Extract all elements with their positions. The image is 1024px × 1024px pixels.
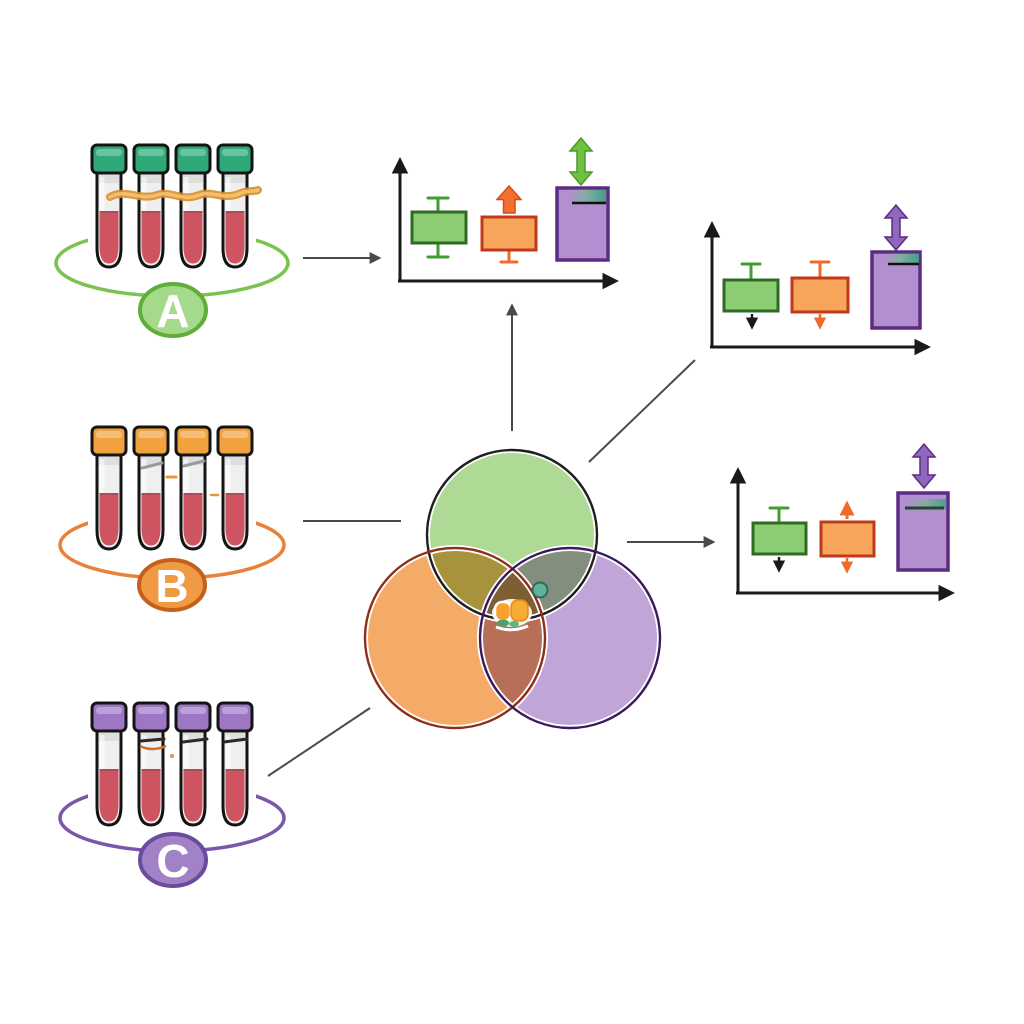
connectors [267,252,716,777]
test-tube [132,701,170,827]
box-a [751,506,808,573]
chart-middle-right [729,442,955,602]
double-arrow-icon [568,136,594,187]
group-a-badge [138,282,208,338]
venn-circle-c [480,548,660,728]
teal-band [886,253,919,265]
test-tube [216,701,254,827]
test-tube [216,143,254,269]
test-tube [132,425,170,551]
test-tube [90,425,128,551]
test-tube [174,425,212,551]
up-arrow-icon [495,184,523,214]
box-c [870,203,922,330]
chart-top-right [703,203,931,356]
test-tube [216,425,254,551]
teal-band [570,189,606,203]
double-arrow-icon [883,203,909,252]
chart-top-center [391,136,619,290]
box-b [819,500,876,574]
box-b [480,184,538,264]
group-c-label: C [156,835,189,887]
venn-circle-c-outline [478,546,662,730]
connector-venn-to-topright-chart [588,359,696,463]
group-c-badge [138,832,208,888]
box-c [555,136,610,262]
test-tube [174,701,212,827]
connector-c-to-venn [267,707,371,777]
double-arrow-icon [911,442,937,490]
test-tube [90,143,128,269]
group-b: B [58,425,286,612]
box-a [410,196,468,259]
venn-diagram [362,447,663,731]
group-a: A [54,143,290,338]
box-a [722,262,780,330]
teal-band [908,499,946,509]
group-b-badge [137,558,207,612]
meniscus-marks [139,737,249,758]
test-tube [90,701,128,827]
test-tube [174,143,212,269]
teal-dot-icon [531,581,549,599]
venn-circle-b-outline [363,546,547,730]
group-a-label: A [156,285,189,337]
test-tube [132,143,170,269]
cells-icon [492,599,532,632]
amber-streak [106,186,262,202]
glass-marks [140,459,220,497]
group-c: C [58,701,286,888]
box-c [896,442,950,572]
group-b-label: B [155,560,188,612]
box-b [790,260,850,330]
